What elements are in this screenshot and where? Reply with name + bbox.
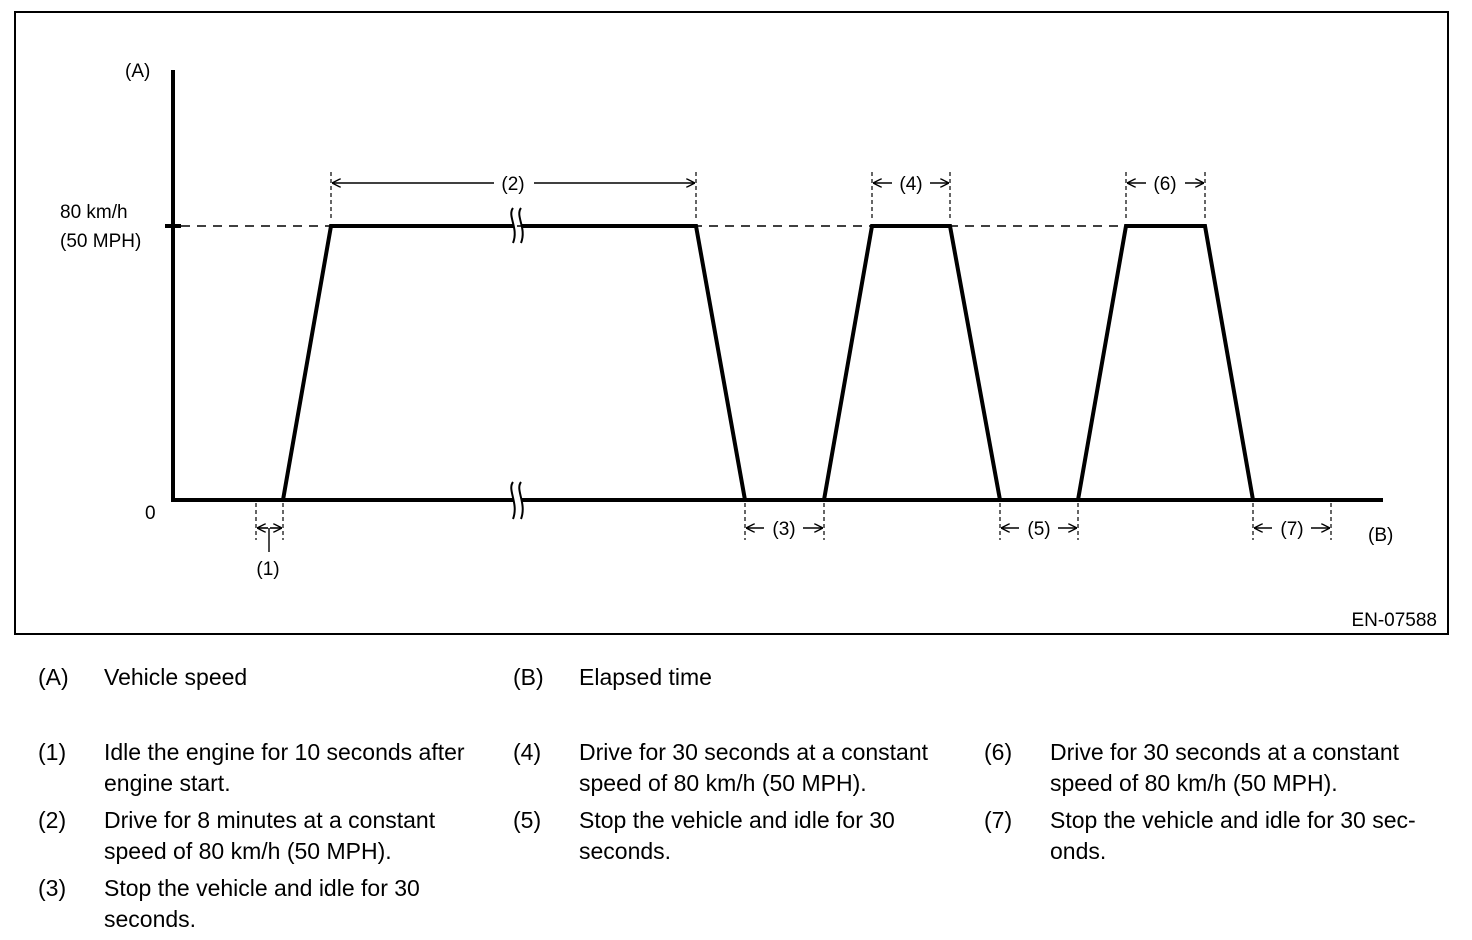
interval-7-label: (7) xyxy=(1280,519,1303,540)
legend-key: (4) xyxy=(513,739,542,765)
driving-pattern-diagram: (2) (4) (6) (1) (3) (5) (7) (A) 80 km/h … xyxy=(14,11,1449,635)
speed-profile-segment-2 xyxy=(522,224,1383,502)
legend-text: Drive for 30 seconds at a constant speed… xyxy=(579,739,929,796)
legend-entry-a: (A) Vehicle speed xyxy=(38,662,478,693)
speed-label-line1: 80 km/h xyxy=(60,202,128,223)
speed-profile-segment-1 xyxy=(173,224,514,502)
legend-entry-b: (B) Elapsed time xyxy=(513,662,953,693)
speed-label-line2: (50 MPH) xyxy=(60,231,141,252)
legend-item-6: (6) Drive for 30 seconds at a constant s… xyxy=(984,737,1444,799)
break-mark-top xyxy=(510,207,524,244)
legend-item-5: (5) Stop the vehicle and idle for 30 sec… xyxy=(513,805,963,867)
interval-5-label: (5) xyxy=(1027,519,1050,540)
legend-item-2: (2) Drive for 8 minutes at a constant sp… xyxy=(38,805,478,867)
dimension-ticks-bottom xyxy=(255,503,1332,540)
legend-text: Drive for 30 seconds at a constant speed… xyxy=(1050,739,1400,796)
legend-text: Idle the engine for 10 seconds after eng… xyxy=(104,739,465,796)
interval-2-label: (2) xyxy=(501,174,524,195)
legend-key: (7) xyxy=(984,807,1013,833)
legend-text: Stop the vehicle and idle for 30 seconds… xyxy=(579,807,895,864)
legend-key: (2) xyxy=(38,807,67,833)
legend-key: (B) xyxy=(513,664,544,690)
legend-key: (3) xyxy=(38,875,67,901)
break-mark-bottom xyxy=(510,481,524,520)
interval-1-label: (1) xyxy=(256,559,279,580)
legend-item-1: (1) Idle the engine for 10 seconds after… xyxy=(38,737,478,799)
interval-3-label: (3) xyxy=(772,519,795,540)
legend-item-7: (7) Stop the vehicle and idle for 30 sec… xyxy=(984,805,1444,867)
legend-item-4: (4) Drive for 30 seconds at a constant s… xyxy=(513,737,963,799)
legend-item-3: (3) Stop the vehicle and idle for 30 sec… xyxy=(38,873,478,935)
legend-text: Stop the vehicle and idle for 30 sec-ond… xyxy=(1050,807,1416,864)
legend-text: Drive for 8 minutes at a constant speed … xyxy=(104,807,436,864)
break-mark-bottom-gap xyxy=(514,495,522,505)
legend-key: (1) xyxy=(38,739,67,765)
zero-label: 0 xyxy=(145,503,156,524)
interval-6-label: (6) xyxy=(1153,174,1176,195)
figure-code: EN-07588 xyxy=(1351,610,1437,631)
legend-key: (5) xyxy=(513,807,542,833)
figure-frame xyxy=(14,11,1449,635)
y-axis-letter: (A) xyxy=(125,61,150,82)
legend-text: Vehicle speed xyxy=(104,664,248,690)
interval-4-label: (4) xyxy=(899,174,922,195)
legend-text: Stop the vehicle and idle for 30 seconds… xyxy=(104,875,420,932)
legend-key: (6) xyxy=(984,739,1013,765)
dimension-ticks-top xyxy=(330,172,1206,220)
x-axis-letter: (B) xyxy=(1368,525,1393,546)
legend-text: Elapsed time xyxy=(579,664,712,690)
legend-key: (A) xyxy=(38,664,69,690)
